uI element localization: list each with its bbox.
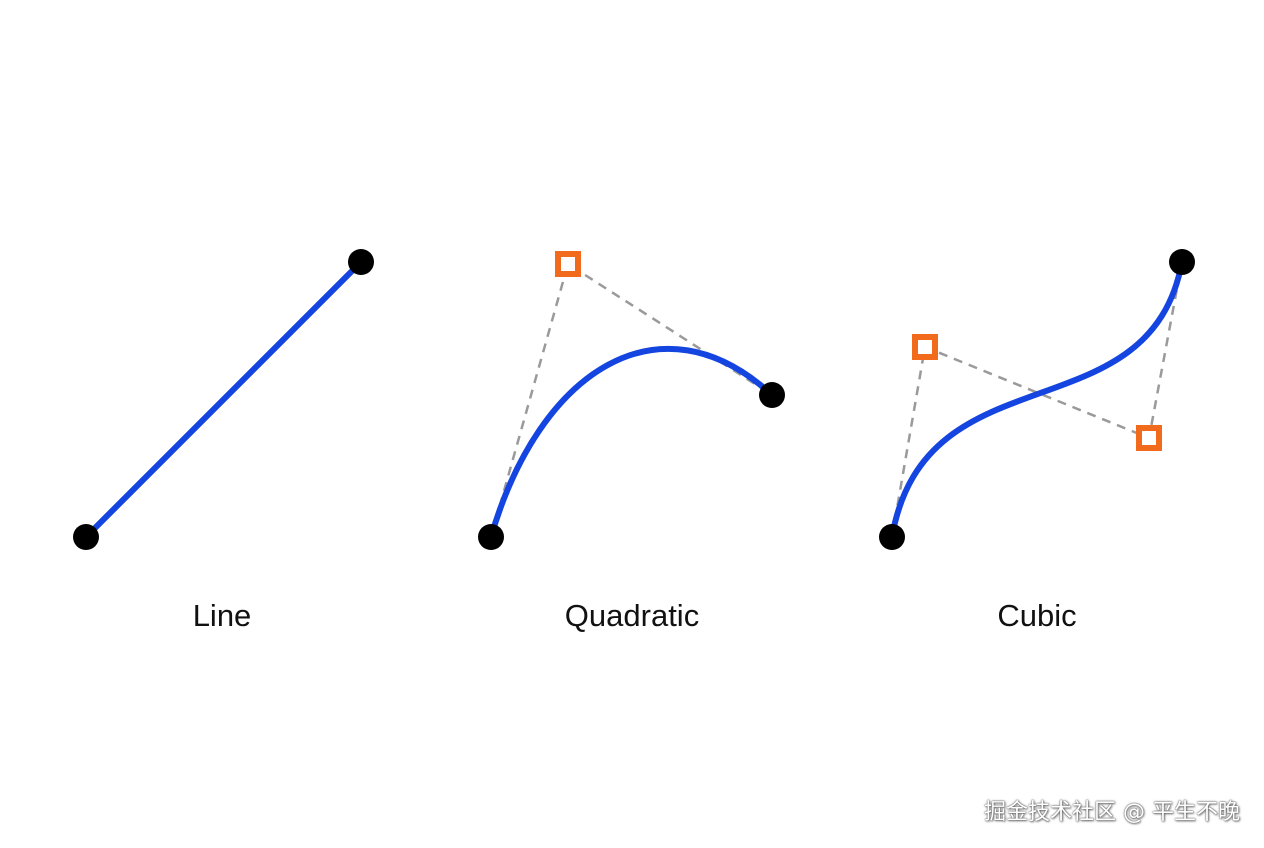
quadratic-control-point bbox=[555, 251, 581, 277]
cubic-guide-lines bbox=[890, 261, 1184, 538]
line-end-point bbox=[348, 249, 374, 275]
cubic-curve bbox=[889, 259, 1185, 540]
cubic-start-point bbox=[879, 524, 905, 550]
quadratic-end-point bbox=[759, 382, 785, 408]
cubic-control-point-2 bbox=[1136, 425, 1162, 451]
line-segment bbox=[83, 259, 364, 540]
line-start-point bbox=[73, 524, 99, 550]
line-label: Line bbox=[192, 598, 252, 633]
watermark: 掘金技术社区 @ 平生不晚 bbox=[984, 800, 1240, 825]
quadratic-label: Quadratic bbox=[564, 598, 700, 633]
cubic-control-point-1 bbox=[912, 334, 938, 360]
line-panel bbox=[73, 249, 374, 550]
quadratic-guide-lines bbox=[489, 262, 773, 538]
quadratic-curve bbox=[488, 345, 775, 540]
quadratic-panel bbox=[478, 251, 785, 550]
cubic-label: Cubic bbox=[997, 598, 1077, 633]
cubic-panel bbox=[879, 249, 1195, 550]
cubic-end-point bbox=[1169, 249, 1195, 275]
quadratic-start-point bbox=[478, 524, 504, 550]
